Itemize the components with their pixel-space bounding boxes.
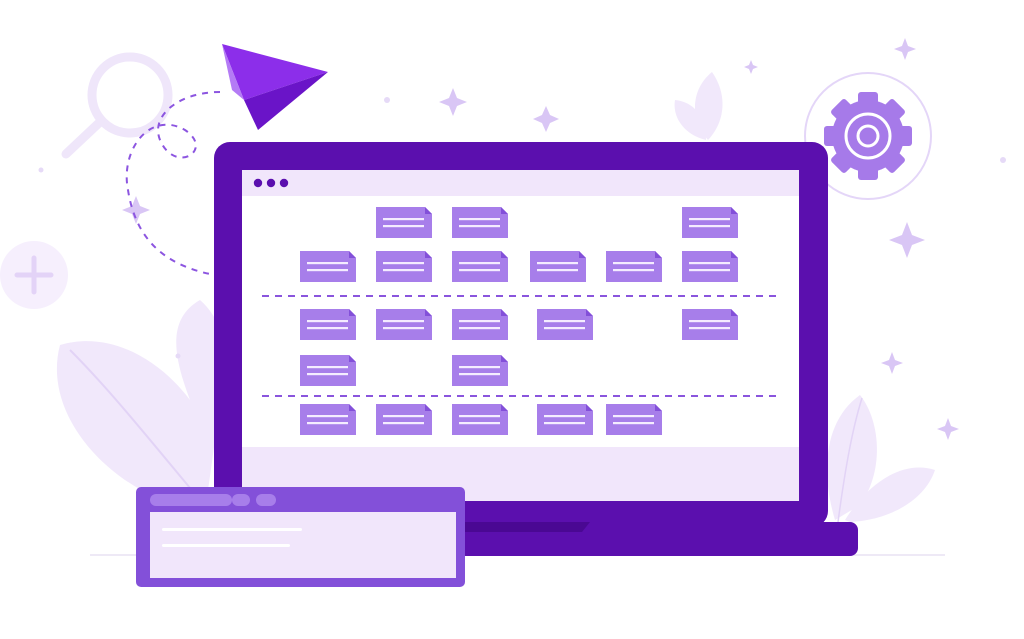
- magnifier-icon: [61, 52, 173, 159]
- plus-icon: [14, 255, 54, 295]
- laptop-notch: [450, 522, 590, 532]
- task-card: [452, 207, 508, 238]
- task-card: [300, 251, 356, 282]
- leaf-vein: [69, 349, 201, 501]
- task-card: [376, 404, 432, 435]
- task-card: [537, 404, 593, 435]
- task-card: [452, 355, 508, 386]
- background-decorations: [0, 38, 1006, 523]
- task-card: [300, 404, 356, 435]
- task-card: [682, 207, 738, 238]
- task-card: [452, 251, 508, 282]
- paper-plane-trail: [125, 91, 221, 276]
- kanban-board: [262, 207, 778, 435]
- task-card: [376, 309, 432, 340]
- task-card: [452, 404, 508, 435]
- leaf-icon: [674, 100, 706, 140]
- task-card: [530, 251, 586, 282]
- leaf-icon: [845, 467, 935, 522]
- gear-icon: [804, 72, 932, 200]
- popup-text-line: [162, 528, 302, 531]
- laptop: [200, 142, 858, 556]
- leaf-icon: [827, 395, 877, 520]
- popup-tabs: [150, 494, 276, 506]
- window-control-dot: [266, 178, 276, 188]
- popup-window: [136, 487, 465, 587]
- window-controls: [253, 178, 289, 188]
- task-card: [300, 309, 356, 340]
- popup-tab: [232, 494, 250, 506]
- window-control-dot: [253, 178, 263, 188]
- task-card: [682, 251, 738, 282]
- task-card: [452, 309, 508, 340]
- task-card: [300, 355, 356, 386]
- window-control-dot: [279, 178, 289, 188]
- task-card: [606, 404, 662, 435]
- dot: [1000, 157, 1006, 163]
- task-card: [376, 207, 432, 238]
- dot: [384, 97, 390, 103]
- leaf-vein: [837, 397, 863, 523]
- dot: [175, 353, 181, 359]
- dot: [38, 167, 44, 173]
- popup-tab: [150, 494, 232, 506]
- popup-tab: [256, 494, 276, 506]
- screen-title-bar: [242, 170, 799, 196]
- sparkle-icon: [122, 38, 959, 440]
- popup-text-lines: [162, 528, 302, 547]
- popup-text-line: [162, 544, 290, 547]
- task-card: [537, 309, 593, 340]
- task-card: [376, 251, 432, 282]
- task-card: [606, 251, 662, 282]
- paper-plane-icon: [222, 44, 328, 130]
- task-card: [682, 309, 738, 340]
- leaf-icon: [56, 300, 229, 512]
